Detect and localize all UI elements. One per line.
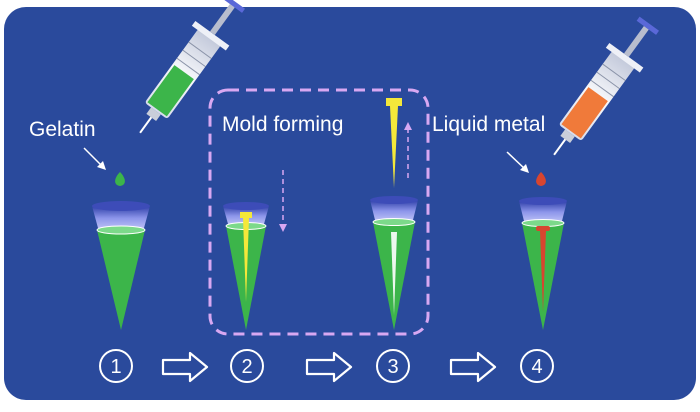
gelatin-drop-icon xyxy=(115,172,125,186)
arrow-1-to-2-icon xyxy=(161,351,209,383)
step-3-number: 3 xyxy=(387,356,398,378)
arrow-2-to-3-icon xyxy=(305,351,353,383)
cone-step-4-icon xyxy=(519,197,567,330)
liquid-metal-syringe-icon xyxy=(553,16,659,156)
liquid-metal-label: Liquid metal xyxy=(432,113,545,136)
step-1-number: 1 xyxy=(110,356,121,378)
withdrawn-needle-icon xyxy=(386,98,402,188)
step-4-marker: 4 xyxy=(520,349,554,383)
liquid-metal-drop-icon xyxy=(536,172,546,186)
gelatin-label: Gelatin xyxy=(29,118,96,141)
step-4-number: 4 xyxy=(531,356,542,378)
step-1-marker: 1 xyxy=(99,349,133,383)
step-3-marker: 3 xyxy=(376,349,410,383)
mold-forming-label: Mold forming xyxy=(222,113,343,136)
liquid-metal-pointer-icon xyxy=(506,151,527,171)
step-2-number: 2 xyxy=(241,356,252,378)
mold-forming-frame xyxy=(208,88,430,336)
cone-step-3-icon xyxy=(370,196,418,330)
step-2-marker: 2 xyxy=(230,349,264,383)
cone-step-2-icon xyxy=(223,202,269,330)
arrow-3-to-4-icon xyxy=(449,351,497,383)
gelatin-syringe-icon xyxy=(139,0,245,134)
cone-step-1-icon xyxy=(92,201,150,330)
